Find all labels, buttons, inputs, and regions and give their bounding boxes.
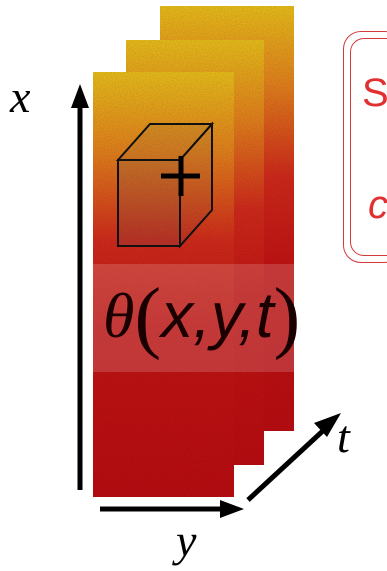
t-axis-label: t [337, 411, 350, 462]
y-axis-label: y [176, 515, 197, 566]
x-axis-label: x [10, 71, 31, 122]
field-function-label: θ(x,y,t) [103, 277, 300, 357]
y-axis-arrow [100, 500, 244, 518]
field-label-band [93, 264, 336, 372]
field-arguments: x,y,t [161, 279, 274, 351]
right-paren: ) [273, 273, 301, 361]
callout-text-top: S [362, 71, 387, 115]
callout-box-inner [350, 38, 387, 256]
x-axis-arrow [71, 84, 89, 490]
callout-box-outer [343, 31, 387, 263]
callout-text-bottom: c [368, 183, 387, 227]
voxel-center-cross [161, 156, 200, 196]
left-paren: ( [134, 273, 162, 361]
t-axis-arrow [246, 413, 341, 502]
voxel-cube [115, 121, 215, 249]
frame-front [93, 72, 234, 497]
theta-symbol: θ [103, 280, 135, 351]
